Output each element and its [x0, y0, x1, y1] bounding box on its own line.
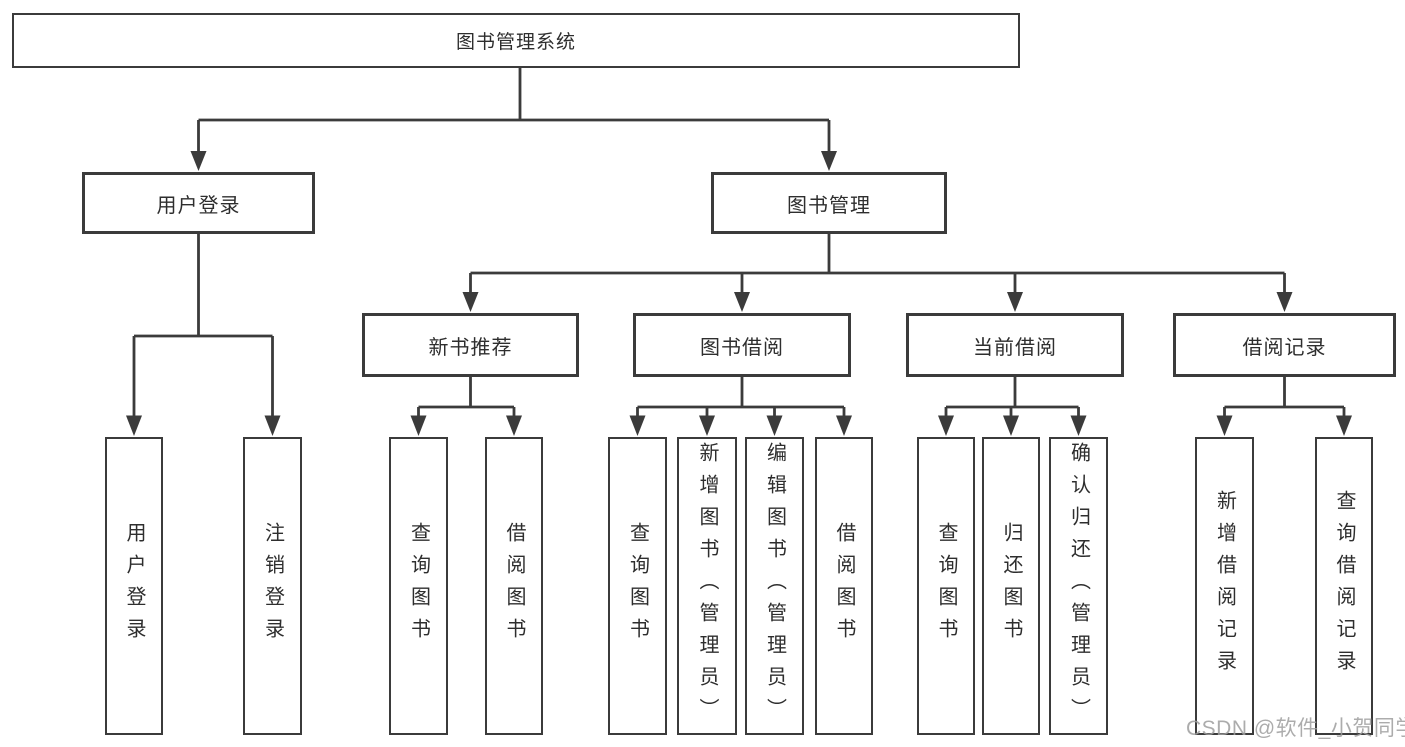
leaf-borrow-books-recommend: 借阅图书 — [485, 437, 543, 735]
leaf-query-books-recommend-label: 查询图书 — [407, 522, 430, 650]
connector-book-management-to-sections — [462, 234, 1293, 312]
leaf-borrow-books-borrow: 借阅图书 — [815, 437, 873, 735]
connector-book-borrow-to-leaves — [629, 377, 852, 436]
leaf-query-borrow-record-label: 查询借阅记录 — [1333, 490, 1355, 682]
leaf-query-books-borrow: 查询图书 — [608, 437, 667, 735]
connector-user-login-to-leaves — [126, 234, 281, 436]
leaf-query-books-current: 查询图书 — [917, 437, 975, 735]
leaf-borrow-books-recommend-label: 借阅图书 — [503, 522, 525, 650]
leaf-confirm-return-admin: 确认归还（管理员） — [1049, 437, 1108, 735]
connector-root-to-level2 — [190, 67, 837, 171]
node-book-borrow: 图书借阅 — [633, 313, 851, 377]
node-root: 图书管理系统 — [12, 13, 1020, 68]
leaf-borrow-books-borrow-label: 借阅图书 — [833, 522, 855, 650]
leaf-add-borrow-record-label: 新增借阅记录 — [1213, 490, 1236, 682]
leaf-user-login-label: 用户登录 — [123, 522, 145, 650]
leaf-return-book: 归还图书 — [982, 437, 1040, 735]
leaf-query-books-recommend: 查询图书 — [389, 437, 448, 735]
leaf-query-books-borrow-label: 查询图书 — [626, 522, 649, 650]
node-current-borrow-label: 当前借阅 — [973, 336, 1057, 359]
connector-current-borrow-to-leaves — [938, 377, 1087, 436]
leaf-edit-book-admin: 编辑图书（管理员） — [745, 437, 804, 735]
leaf-user-login: 用户登录 — [105, 437, 163, 735]
node-root-label: 图书管理系统 — [455, 32, 576, 53]
leaf-logout: 注销登录 — [243, 437, 302, 735]
node-book-management-label: 图书管理 — [787, 194, 871, 217]
leaf-add-borrow-record: 新增借阅记录 — [1195, 437, 1254, 735]
leaf-logout-label: 注销登录 — [261, 522, 284, 650]
node-new-book-recommend: 新书推荐 — [362, 313, 579, 377]
leaf-add-book-admin-label: 新增图书（管理员） — [696, 442, 718, 730]
leaf-edit-book-admin-label: 编辑图书（管理员） — [763, 442, 786, 730]
node-book-management: 图书管理 — [711, 172, 947, 234]
csdn-watermark: CSDN @软件_小贺同学 — [1186, 717, 1405, 740]
leaf-query-books-current-label: 查询图书 — [935, 522, 957, 650]
leaf-confirm-return-admin-label: 确认归还（管理员） — [1067, 442, 1090, 730]
node-user-login: 用户登录 — [82, 172, 315, 234]
leaf-return-book-label: 归还图书 — [1000, 522, 1022, 650]
leaf-query-borrow-record: 查询借阅记录 — [1315, 437, 1373, 735]
leaf-add-book-admin: 新增图书（管理员） — [677, 437, 737, 735]
connector-new-book-recommend-to-leaves — [410, 377, 522, 436]
node-current-borrow: 当前借阅 — [906, 313, 1124, 377]
node-new-book-recommend-label: 新书推荐 — [428, 336, 513, 359]
node-borrow-records-label: 借阅记录 — [1242, 336, 1327, 359]
connector-borrow-records-to-leaves — [1216, 377, 1352, 436]
node-book-borrow-label: 图书借阅 — [700, 336, 784, 359]
node-user-login-label: 用户登录 — [156, 194, 241, 217]
node-borrow-records: 借阅记录 — [1173, 313, 1396, 377]
